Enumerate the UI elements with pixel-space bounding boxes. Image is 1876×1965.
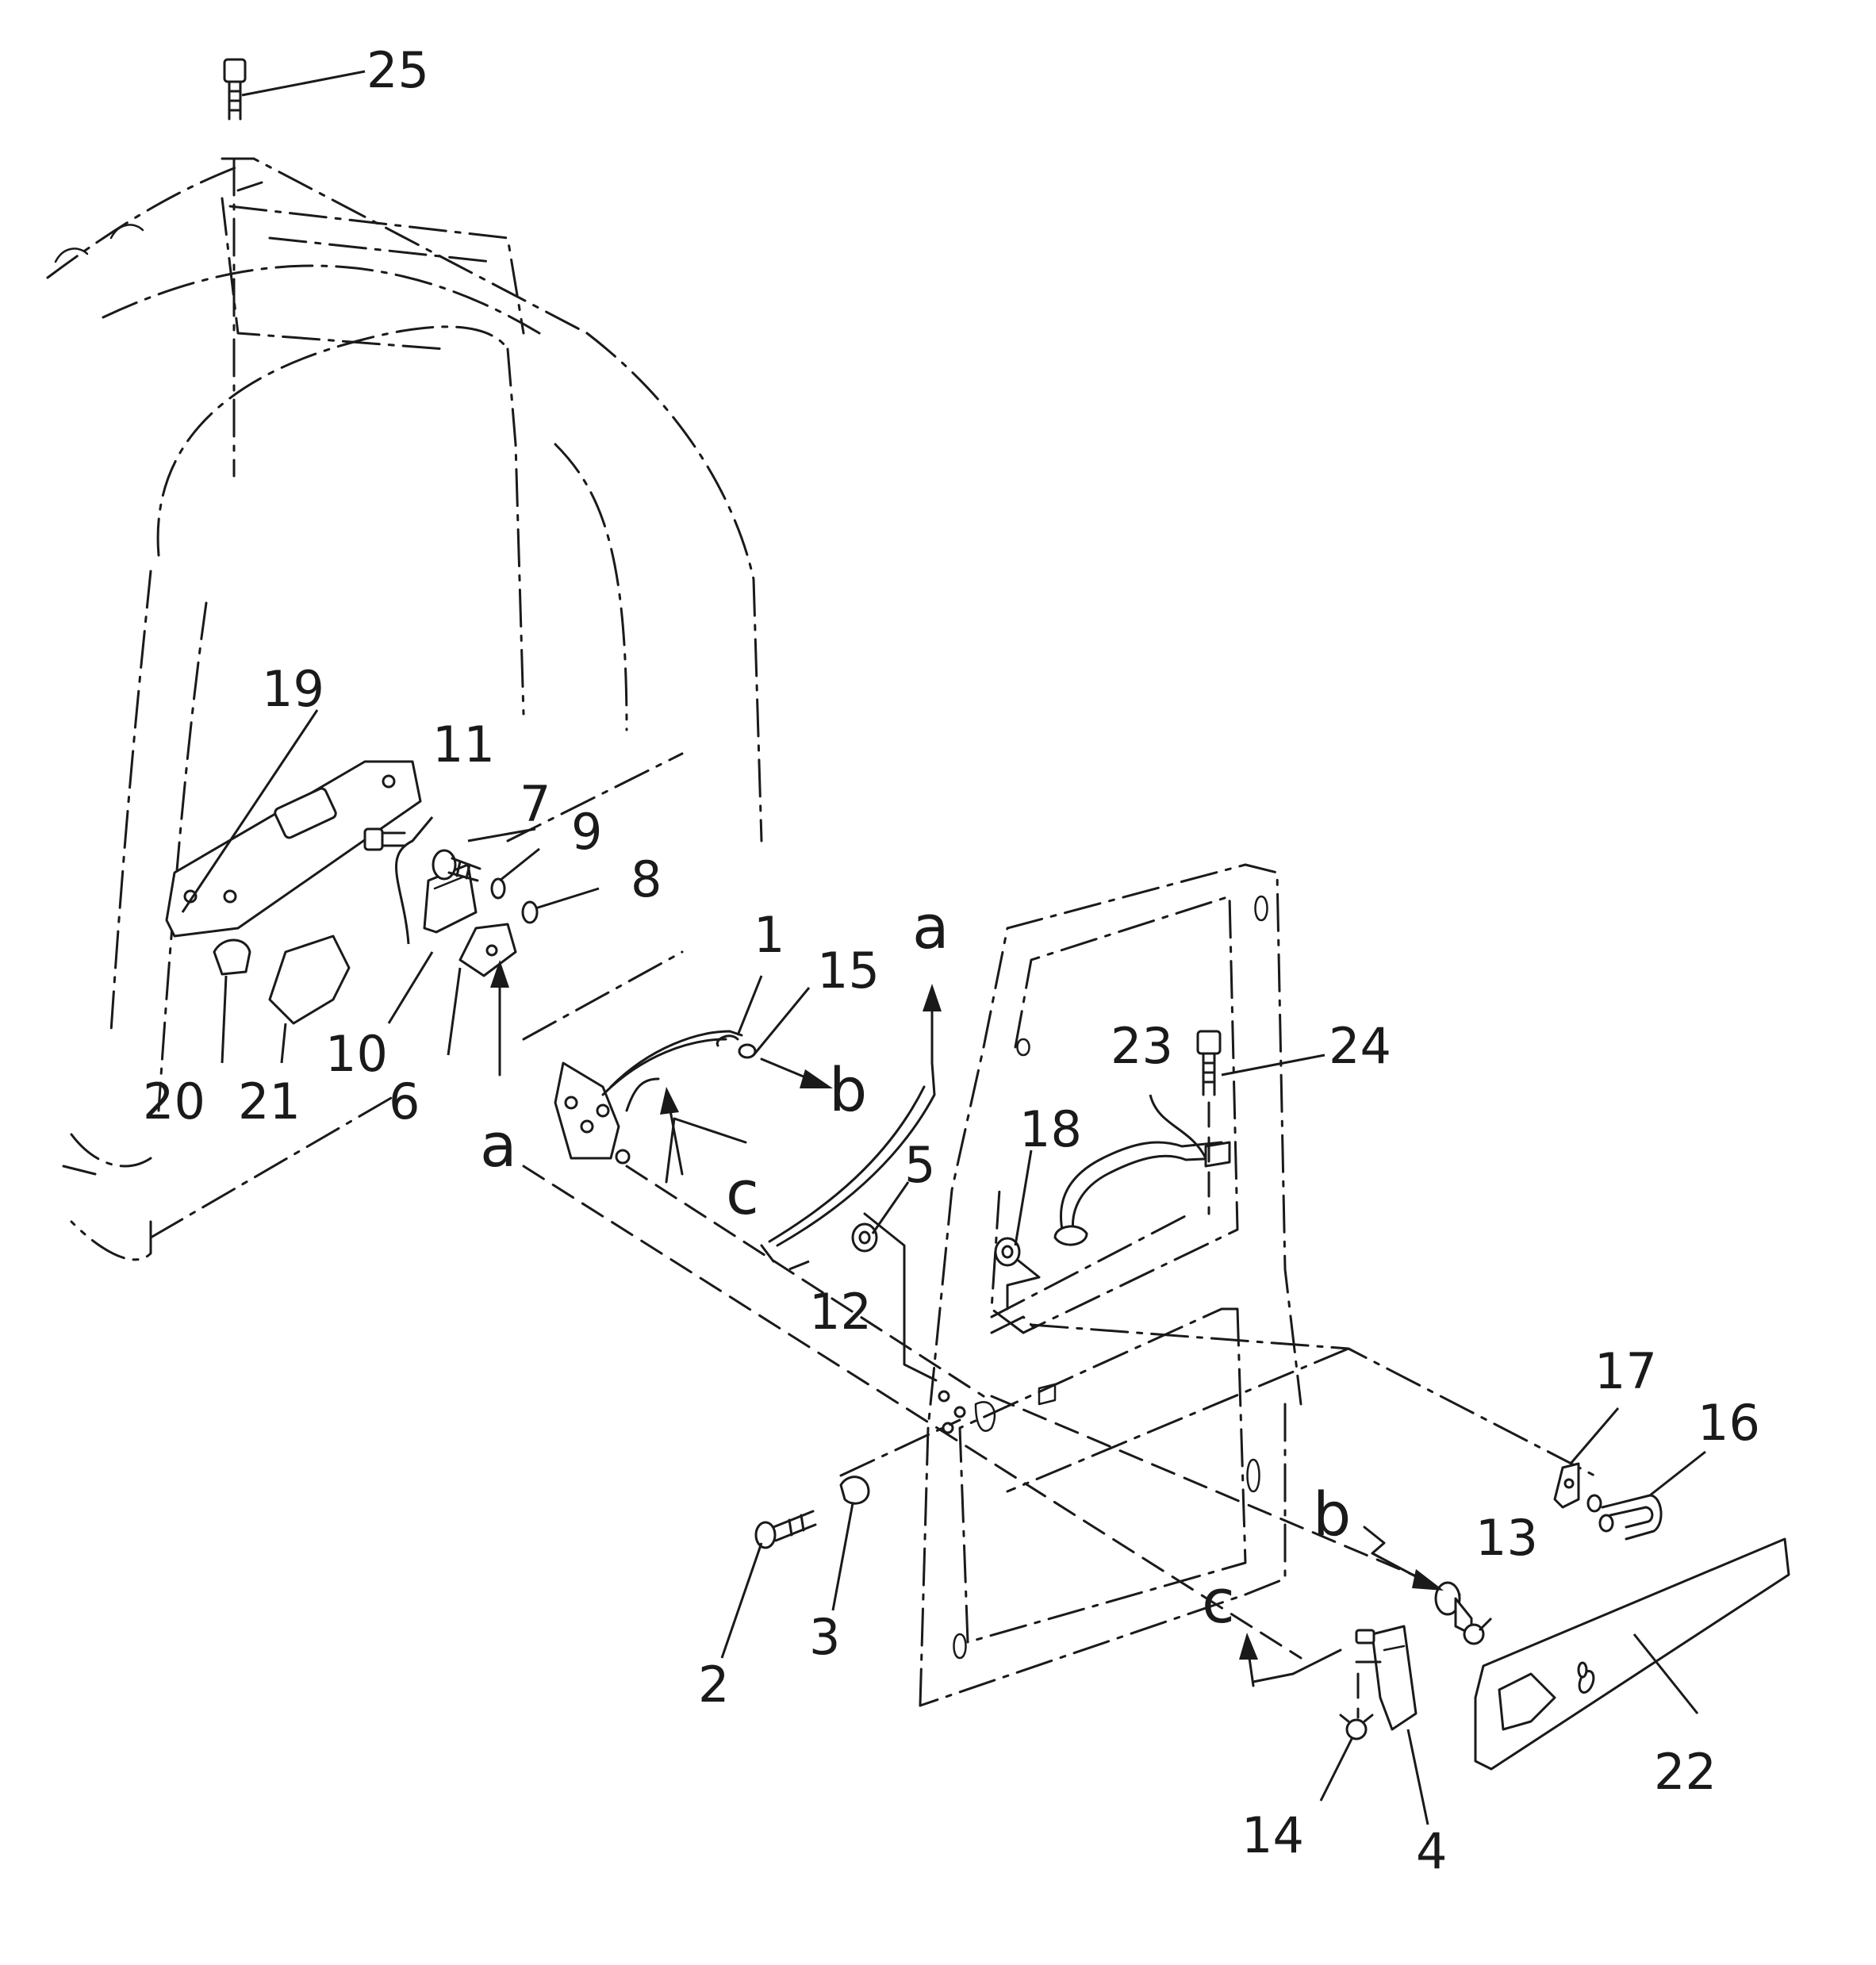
part-23-grab-handle — [1053, 1141, 1231, 1246]
part-22-trim-panel — [1474, 1537, 1790, 1771]
callout-3: 3 — [809, 1608, 840, 1666]
callout-17: 17 — [1594, 1342, 1657, 1400]
callout-numbers: 25 19 11 7 9 8 10 6 20 21 1 15 12 5 18 2… — [143, 41, 1760, 1880]
part-21-pad — [268, 935, 351, 1025]
part-1-rod — [601, 1030, 743, 1096]
callout-8: 8 — [631, 850, 662, 908]
part-3-nut — [839, 1476, 870, 1505]
part-4-outer-handle — [1355, 1625, 1418, 1731]
arrow-up-c — [660, 1087, 679, 1115]
part-15-clip — [715, 1034, 757, 1059]
part-12-rod — [760, 1061, 936, 1263]
marker-b-2: b — [1313, 1479, 1351, 1549]
part-door-lock — [554, 1061, 631, 1165]
part-13-key-cylinder — [1434, 1581, 1485, 1645]
marker-b-1: b — [829, 1054, 867, 1125]
callout-16: 16 — [1698, 1394, 1760, 1452]
callout-21: 21 — [238, 1073, 301, 1130]
part-2-screw — [754, 1510, 817, 1549]
view-marker-letters: a a b b c c — [480, 892, 1351, 1637]
callout-18: 18 — [1019, 1100, 1082, 1158]
callout-1: 1 — [754, 906, 785, 964]
arrow-up-a2 — [923, 984, 942, 1011]
callout-24: 24 — [1329, 1017, 1391, 1075]
part-17-plate — [1553, 1462, 1580, 1509]
view-arrows — [490, 960, 1444, 1687]
part-8-washer — [521, 900, 539, 924]
part-lock-rod — [625, 1077, 660, 1112]
part-24-bolt — [1196, 1030, 1222, 1215]
marker-a-2: a — [912, 892, 950, 962]
callout-23: 23 — [1111, 1017, 1173, 1075]
arrow-right-b2 — [1412, 1569, 1444, 1591]
callout-14: 14 — [1241, 1806, 1304, 1864]
callout-10: 10 — [325, 1025, 388, 1083]
part-10-inner-handle — [423, 863, 478, 934]
callout-4: 4 — [1416, 1822, 1447, 1880]
callout-2: 2 — [698, 1656, 729, 1714]
callout-15: 15 — [817, 942, 880, 1000]
marker-c-2: c — [1202, 1566, 1235, 1637]
callout-5: 5 — [904, 1136, 935, 1194]
callout-11: 11 — [432, 716, 495, 773]
assembly-lines — [232, 157, 1596, 1683]
callout-9: 9 — [571, 803, 602, 861]
part-11-screw — [363, 827, 406, 851]
callout-19: 19 — [262, 660, 324, 718]
arrow-up-a — [490, 960, 509, 988]
part-5-nut — [851, 1222, 878, 1253]
cab-frame — [46, 157, 763, 1261]
callout-22: 22 — [1654, 1743, 1717, 1801]
part-25-bolt — [223, 58, 247, 121]
callout-13: 13 — [1475, 1509, 1538, 1567]
marker-a-1: a — [480, 1110, 517, 1180]
arrow-right-b — [800, 1069, 833, 1088]
part-19-plate — [165, 760, 422, 938]
part-14-clip — [1339, 1672, 1374, 1740]
callout-6: 6 — [389, 1073, 420, 1130]
part-7-bolt — [432, 849, 481, 882]
part-16-striker — [1586, 1494, 1663, 1541]
part-6-bracket — [458, 923, 517, 977]
part-9-washer — [490, 877, 506, 900]
marker-c-1: c — [726, 1157, 759, 1228]
arrow-up-c2 — [1239, 1633, 1258, 1660]
door-frame — [919, 863, 1302, 1707]
callout-leaders — [181, 70, 1706, 1825]
callout-25: 25 — [366, 41, 429, 99]
callout-20: 20 — [143, 1073, 205, 1130]
callout-12: 12 — [809, 1283, 872, 1341]
callout-7: 7 — [520, 775, 551, 833]
part-20-clip — [213, 938, 251, 976]
part-18-nut — [994, 1237, 1021, 1267]
